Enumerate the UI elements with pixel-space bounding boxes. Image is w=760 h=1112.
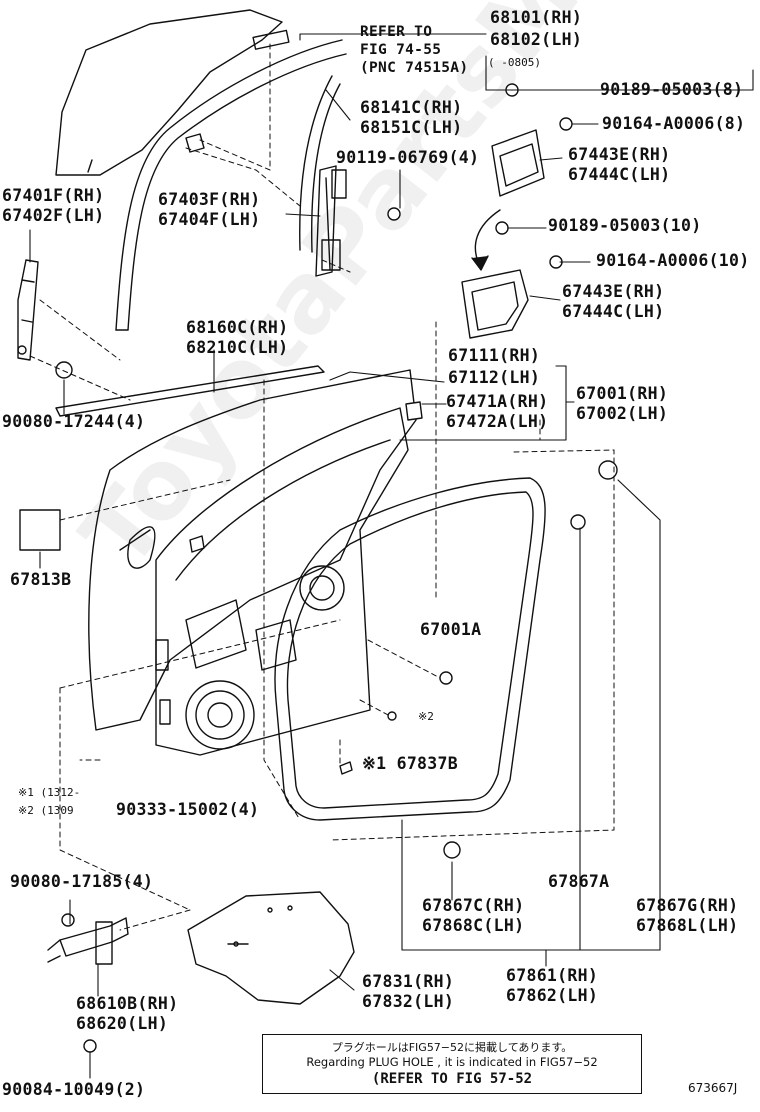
division-bar	[315, 165, 347, 277]
label-67001a: 67001A	[420, 620, 482, 639]
label-68620: 68620(LH)	[76, 1014, 169, 1033]
belt-moulding	[55, 365, 325, 417]
label-67867c: 67867C(RH)	[422, 896, 525, 915]
label-67868l: 67868L(LH)	[636, 916, 739, 935]
label-67403f: 67403F(RH)	[158, 190, 261, 209]
plug-note-jp: プラグホールはFIG57−52に掲載してあります。	[331, 1041, 573, 1054]
door-check	[47, 917, 129, 965]
label-67867g: 67867G(RH)	[636, 896, 739, 915]
label-67832: 67832(LH)	[362, 992, 455, 1011]
label-67443e-a: 67443E(RH)	[568, 145, 671, 164]
label-67111: 67111(RH)	[448, 346, 541, 365]
label-90333: 90333-15002(4)	[116, 800, 260, 819]
refer-text-1: REFER TO	[360, 24, 433, 40]
label-67404f: 67404F(LH)	[158, 210, 261, 229]
label-x2: ※2	[418, 710, 434, 723]
hole-cover-lower	[461, 269, 529, 339]
label-67401f: 67401F(RH)	[2, 186, 105, 205]
label-90189-10: 90189-05003(10)	[548, 216, 702, 235]
label-67813b: 67813B	[10, 570, 72, 589]
door-outer-panel	[88, 369, 417, 731]
label-67862: 67862(LH)	[506, 986, 599, 1005]
door-weatherstrip	[274, 477, 546, 821]
label-67444c-a: 67444C(LH)	[568, 165, 671, 184]
label-67402f: 67402F(LH)	[2, 206, 105, 225]
label-90084: 90084-10049(2)	[2, 1080, 146, 1099]
leader-lines	[29, 33, 754, 1079]
refer-text-2: FIG 74-55	[360, 42, 442, 58]
label-67001: 67001(RH)	[576, 384, 669, 403]
label-68160c: 68160C(RH)	[186, 318, 289, 337]
label-90164-10: 90164-A0006(10)	[596, 251, 750, 270]
footnote-1: ※1 (1312-	[18, 786, 81, 799]
dashed-lines	[29, 43, 615, 931]
hole-cover-upper	[491, 129, 545, 197]
label-67002: 67002(LH)	[576, 404, 669, 423]
refer-text-3: (PNC 74515A)	[360, 60, 469, 76]
label-date-0805: ( -0805)	[488, 56, 541, 69]
label-90080-17244: 90080-17244(4)	[2, 412, 146, 431]
label-67112: 67112(LH)	[448, 368, 541, 387]
label-67867a: 67867A	[548, 872, 610, 891]
label-90189-8: 90189-05003(8)	[600, 80, 744, 99]
glass-run	[115, 39, 347, 331]
label-67471a: 67471A(RH)	[446, 392, 549, 411]
label-68210c: 68210C(LH)	[186, 338, 289, 357]
plug-hole-note: プラグホールはFIG57−52に掲載してあります。 Regarding PLUG…	[262, 1034, 642, 1094]
door-inner-panel	[155, 407, 409, 756]
label-67831: 67831(RH)	[362, 972, 455, 991]
label-90119: 90119-06769(4)	[336, 148, 480, 167]
label-67444c-b: 67444C(LH)	[562, 302, 665, 321]
footnote-2: ※2 (1309	[18, 804, 74, 817]
window-regulator	[17, 259, 39, 361]
figure-id: 673667J	[688, 1081, 738, 1095]
label-68141c: 68141C(RH)	[360, 98, 463, 117]
label-90164-8: 90164-A0006(8)	[602, 114, 746, 133]
plug-note-en: Regarding PLUG HOLE , it is indicated in…	[306, 1055, 598, 1069]
label-68610b: 68610B(RH)	[76, 994, 179, 1013]
service-hole-cover	[187, 891, 355, 1005]
label-68101: 68101(RH)	[490, 8, 583, 27]
label-67443e-b: 67443E(RH)	[562, 282, 665, 301]
pad-67813b	[19, 509, 61, 551]
label-67837b: ※1 67837B	[362, 754, 458, 773]
label-90080-17185: 90080-17185(4)	[10, 872, 154, 891]
label-67861: 67861(RH)	[506, 966, 599, 985]
label-67472a: 67472A(LH)	[446, 412, 549, 431]
label-68151c: 68151C(LH)	[360, 118, 463, 137]
label-68102: 68102(LH)	[490, 30, 583, 49]
label-67868c: 67868C(LH)	[422, 916, 525, 935]
door-glass	[55, 9, 290, 176]
plug-note-ref: (REFER TO FIG 57-52	[371, 1071, 533, 1087]
